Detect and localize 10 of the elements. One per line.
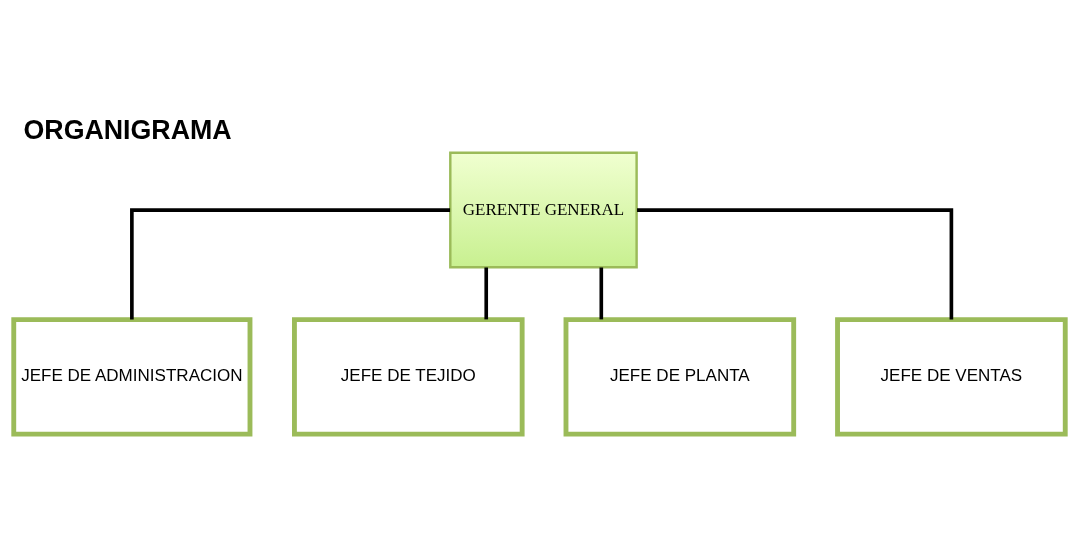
connector: [637, 208, 954, 320]
node-box: JEFE DE TEJIDO: [292, 317, 525, 437]
connector: [599, 267, 604, 320]
connector: [484, 267, 489, 320]
node-box: GERENTE GENERAL: [449, 151, 638, 269]
node-box: JEFE DE PLANTA: [563, 317, 797, 437]
diagram-title: ORGANIGRAMA: [23, 114, 232, 145]
node-box: JEFE DE ADMINISTRACION: [11, 317, 253, 437]
node-box: JEFE DE VENTAS: [835, 317, 1068, 437]
connector: [130, 208, 451, 320]
